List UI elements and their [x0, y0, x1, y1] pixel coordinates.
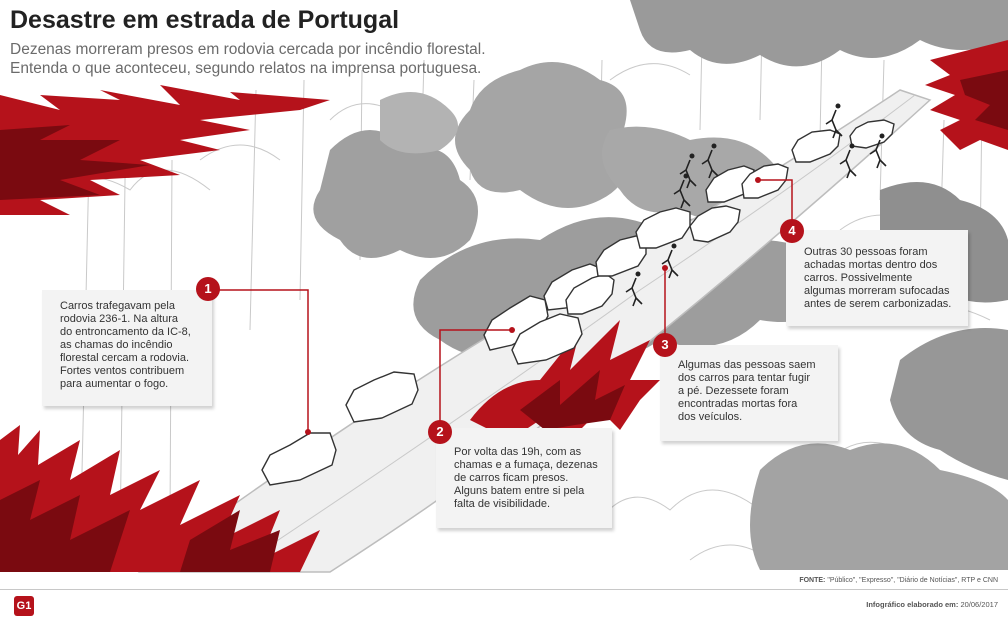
- callout-line: carros. Possivelmente: [804, 272, 913, 284]
- callout-line: florestal cercam a rodovia.: [60, 352, 189, 364]
- callout-line: falta de visibilidade.: [454, 498, 551, 510]
- footer-divider: [0, 589, 1008, 590]
- callout-line: encontradas mortas fora: [678, 398, 798, 410]
- callout-box-4: Outras 30 pessoas foram achadas mortas d…: [786, 230, 968, 326]
- callout-line: chamas e a fumaça, dezenas: [454, 459, 598, 471]
- callout-line: algumas morreram sufocadas: [804, 285, 950, 297]
- callout-line: Outras 30 pessoas foram: [804, 246, 928, 258]
- callout-line: dos veículos.: [678, 411, 743, 423]
- source-text: "Público", "Expresso", "Diário de Notíci…: [827, 577, 998, 584]
- credit-note: Infográfico elaborado em: 20/06/2017: [866, 600, 998, 609]
- step-marker-2: 2: [428, 420, 452, 444]
- running-person-icon: [625, 109, 887, 307]
- callout-line: do entroncamento da IC-8,: [60, 326, 191, 338]
- source-label: FONTE:: [799, 577, 826, 584]
- callout-box-3: Algumas das pessoas saem dos carros para…: [660, 345, 838, 441]
- callout-line: para aumentar o fogo.: [60, 378, 169, 390]
- g1-logo: G1: [14, 596, 34, 616]
- step-marker-1: 1: [196, 277, 220, 301]
- fire-shape: [0, 40, 1008, 572]
- callout-line: Por volta das 19h, com as: [454, 446, 582, 458]
- callout-line: Alguns batem entre si pela: [454, 485, 585, 497]
- callout-line: Carros trafegavam pela: [60, 300, 175, 312]
- page-title: Desastre em estrada de Portugal: [10, 6, 400, 34]
- callout-box-2: Por volta das 19h, com as chamas e a fum…: [436, 428, 612, 528]
- callout-line: antes de serem carbonizadas.: [804, 298, 952, 310]
- credit-label: Infográfico elaborado em:: [866, 600, 959, 609]
- source-note: FONTE: "Público", "Expresso", "Diário de…: [799, 577, 998, 584]
- callout-line: de carros ficam presos.: [454, 472, 569, 484]
- step-marker-3: 3: [653, 333, 677, 357]
- page-subtitle: Dezenas morreram presos em rodovia cerca…: [10, 40, 570, 78]
- callout-line: Fortes ventos contribuem: [60, 365, 185, 377]
- callout-line: as chamas do incêndio: [60, 339, 173, 351]
- callout-line: dos carros para tentar fugir: [678, 372, 811, 384]
- subtitle-line: Entenda o que aconteceu, segundo relatos…: [10, 60, 482, 77]
- callout-leader-lines: [208, 179, 793, 430]
- credit-date: 20/06/2017: [960, 600, 998, 609]
- car-icon: [261, 119, 895, 486]
- step-marker-4: 4: [780, 219, 804, 243]
- callout-line: achadas mortas dentro dos: [804, 259, 938, 271]
- callout-line: Algumas das pessoas saem: [678, 359, 816, 371]
- callout-line: rodovia 236-1. Na altura: [60, 313, 179, 325]
- subtitle-line: Dezenas morreram presos em rodovia cerca…: [10, 41, 486, 58]
- callout-box-1: Carros trafegavam pela rodovia 236-1. Na…: [42, 290, 212, 406]
- callout-line: a pé. Dezessete foram: [678, 385, 789, 397]
